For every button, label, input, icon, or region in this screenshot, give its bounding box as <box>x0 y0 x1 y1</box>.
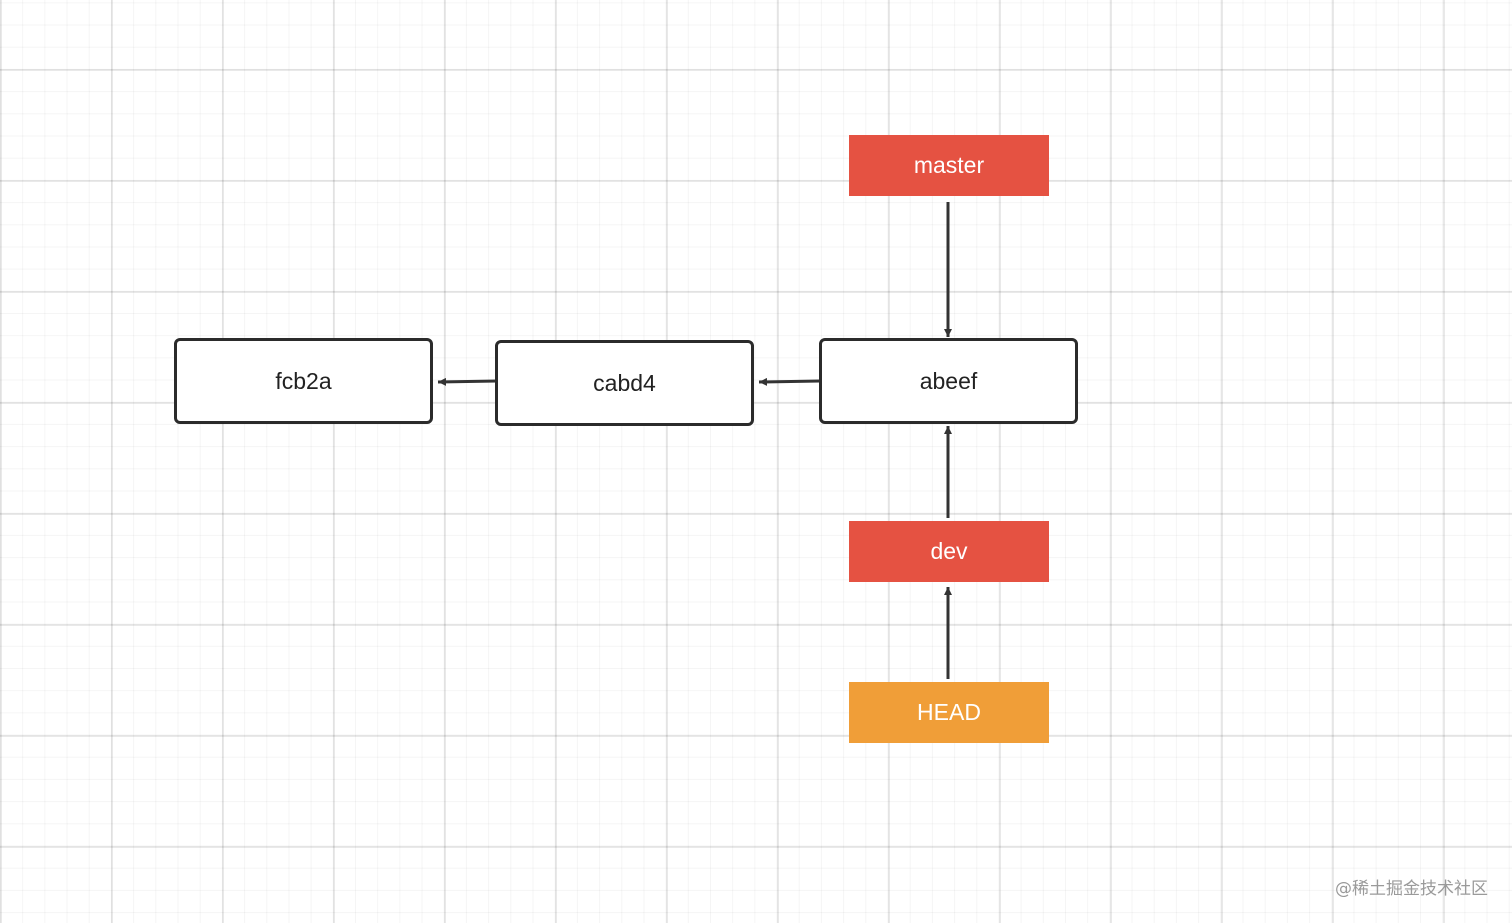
edge-abeef-to-cabd4 <box>758 377 821 386</box>
commit-node-abeef[interactable]: abeef <box>819 338 1078 424</box>
commit-node-fcb2a[interactable]: fcb2a <box>174 338 433 424</box>
branch-ref-master[interactable]: master <box>849 135 1049 196</box>
branch-ref-dev[interactable]: dev <box>849 521 1049 582</box>
commit-label: cabd4 <box>593 369 656 396</box>
ref-label: master <box>913 152 985 178</box>
head-ref[interactable]: HEAD <box>849 682 1049 743</box>
commit-node-cabd4[interactable]: cabd4 <box>495 340 754 426</box>
watermark: @稀土掘金技术社区 <box>1335 879 1488 899</box>
ref-label: HEAD <box>917 699 981 725</box>
commit-label: fcb2a <box>275 367 332 394</box>
edge-cabd4-to-fcb2a <box>437 377 498 386</box>
ref-label: dev <box>930 538 968 564</box>
commit-label: abeef <box>919 367 978 394</box>
